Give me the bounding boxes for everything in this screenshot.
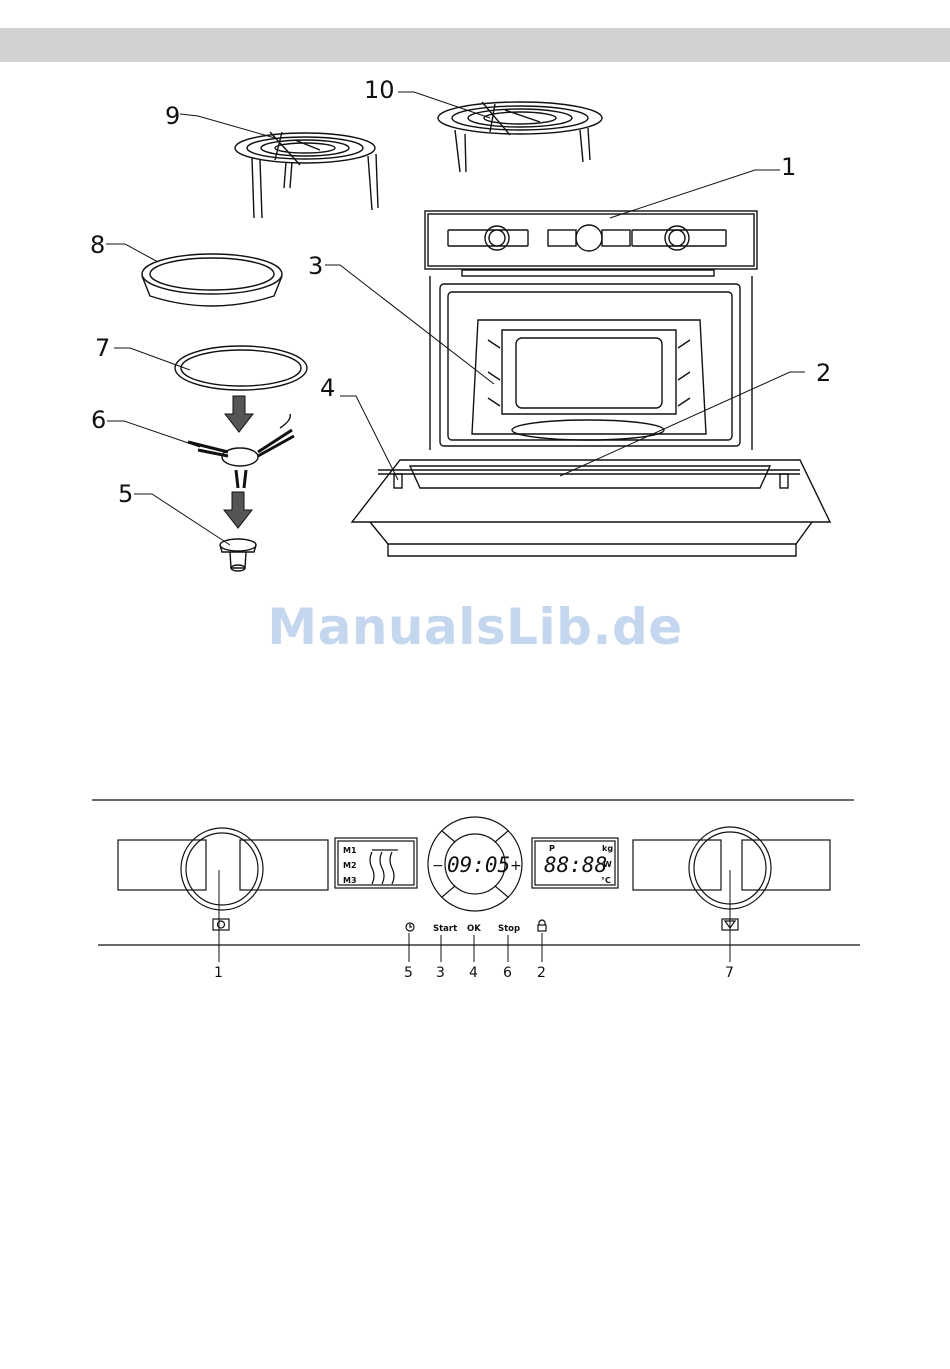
oven-callout-7: 7 <box>95 334 110 362</box>
oven-callout-1: 1 <box>781 153 796 181</box>
program-indicator: P <box>549 844 555 853</box>
panel-callout-5: 5 <box>404 965 413 981</box>
watermark: ManualsLib.de <box>0 598 950 656</box>
oven-callout-6: 6 <box>91 406 106 434</box>
unit-celsius: °C <box>601 876 611 885</box>
unit-kg: kg <box>602 844 613 853</box>
mode-m1: M1 <box>343 846 357 855</box>
oven-callout-2: 2 <box>816 359 831 387</box>
left-knob[interactable] <box>181 828 263 910</box>
stop-button[interactable]: Stop <box>498 924 520 934</box>
oven-callout-9: 9 <box>165 102 180 130</box>
oven-illustration <box>352 211 830 556</box>
panel-callout-1: 1 <box>214 965 223 981</box>
down-arrow-icon <box>224 492 252 528</box>
panel-callout-3: 3 <box>436 965 445 981</box>
start-button[interactable]: Start <box>433 924 457 934</box>
glass-plate <box>175 346 307 390</box>
plus-button[interactable]: + <box>510 858 522 874</box>
oven-callout-3: 3 <box>308 252 323 280</box>
ok-button[interactable]: OK <box>467 924 481 934</box>
oven-callout-8: 8 <box>90 231 105 259</box>
panel-callout-4: 4 <box>469 965 478 981</box>
down-arrow-icon <box>225 396 253 432</box>
panel-callout-6: 6 <box>503 965 512 981</box>
lock-icon[interactable] <box>538 925 546 931</box>
rack-high <box>438 102 602 172</box>
panel-callout-7: 7 <box>725 965 734 981</box>
unit-w: W <box>603 860 612 869</box>
drive-coupling <box>220 539 256 571</box>
oven-callout-4: 4 <box>320 374 335 402</box>
panel-callout-2: 2 <box>537 965 546 981</box>
oven-callout-10: 10 <box>364 76 395 104</box>
clock-display: 09:05 <box>447 853 510 877</box>
right-display-digits: 88:88 <box>544 853 607 877</box>
minus-button[interactable]: − <box>432 858 444 874</box>
mode-m2: M2 <box>343 861 357 870</box>
rack-low <box>235 132 378 218</box>
baking-tray <box>142 254 282 306</box>
mode-m3: M3 <box>343 876 357 885</box>
oven-callout-5: 5 <box>118 480 133 508</box>
